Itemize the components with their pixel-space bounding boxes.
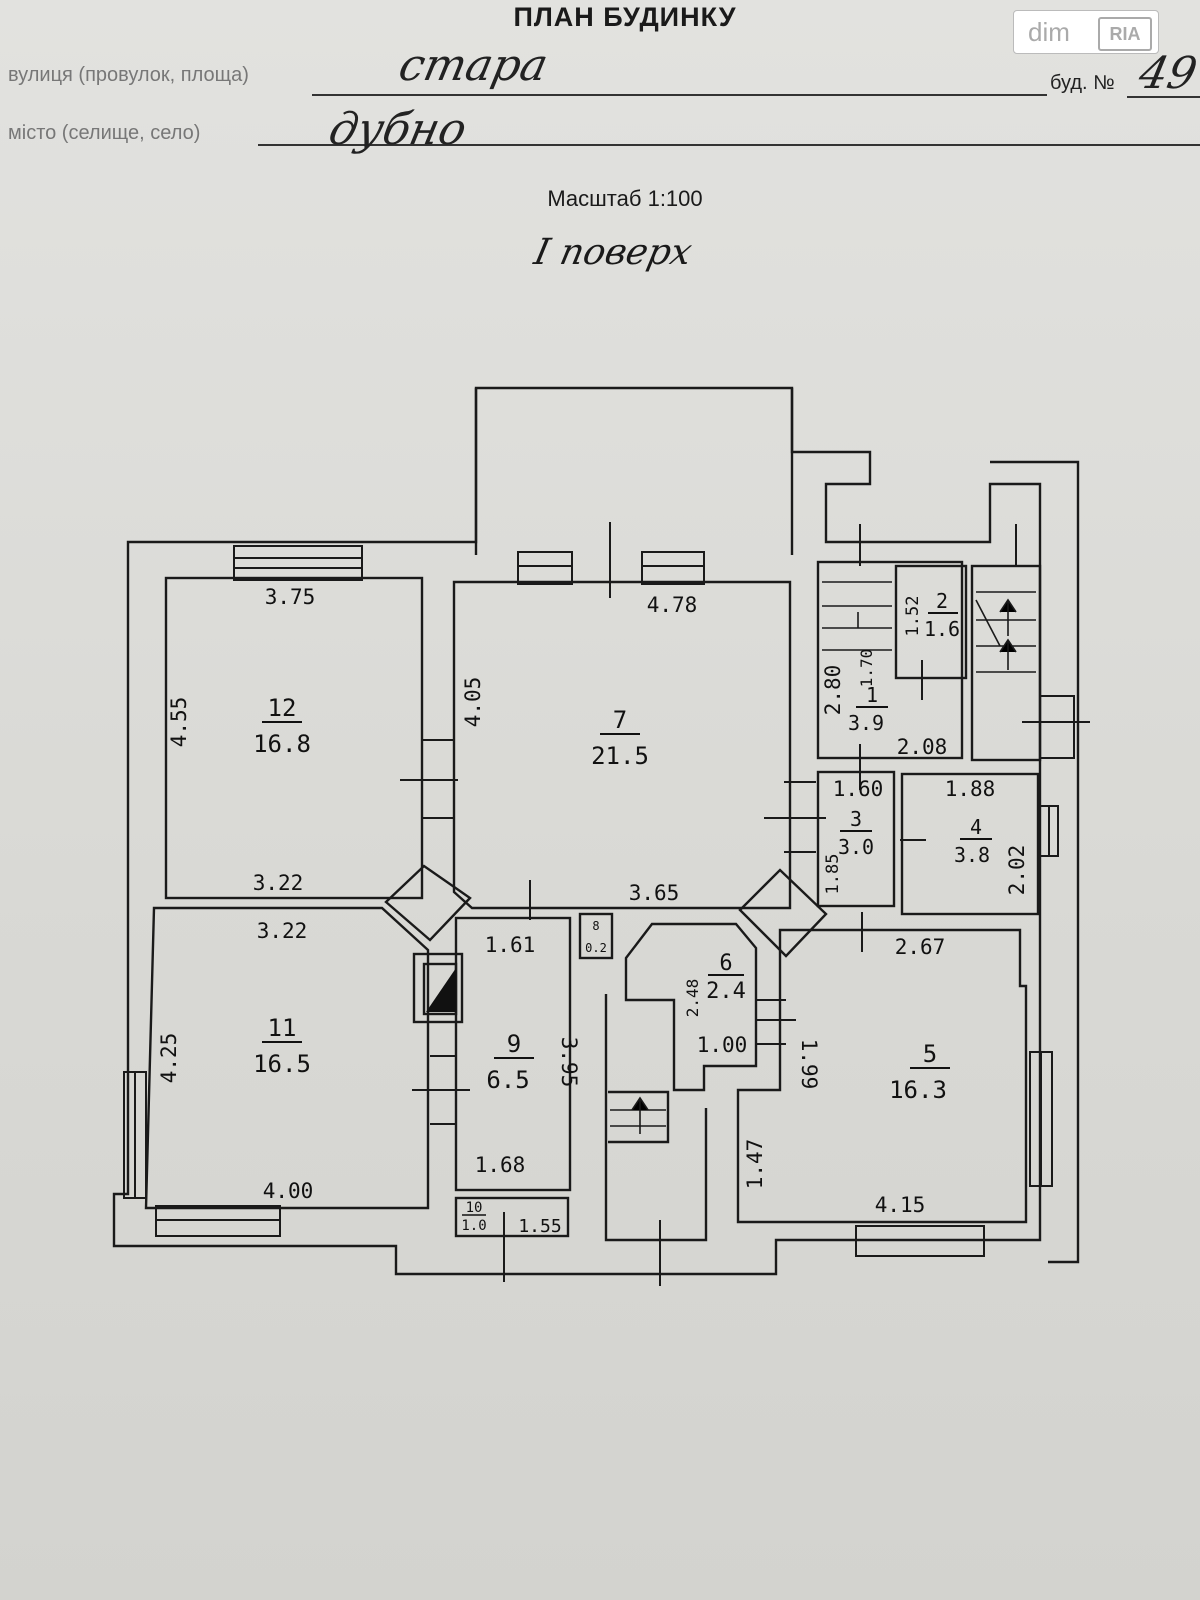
dim-r6-bottom: 1.00 bbox=[697, 1033, 748, 1057]
dim-r2-left: 1.52 bbox=[903, 596, 923, 637]
city-label: місто (селище, село) bbox=[8, 122, 201, 144]
dim-r5-left-a: 1.99 bbox=[797, 1039, 821, 1090]
room-12-number: 12 bbox=[268, 694, 297, 722]
dim-r9-right: 3.95 bbox=[557, 1037, 581, 1088]
dim-r4-top: 1.88 bbox=[945, 777, 996, 801]
room-9-area: 6.5 bbox=[486, 1066, 529, 1094]
room-4-number: 4 bbox=[970, 815, 982, 839]
house-label: буд. № bbox=[1050, 72, 1115, 94]
street-label: вулиця (провулок, площа) bbox=[8, 64, 249, 86]
room-8-number: 8 bbox=[592, 919, 599, 933]
room-11-number: 11 bbox=[268, 1014, 297, 1042]
walls bbox=[112, 386, 1080, 1276]
room-11-area: 16.5 bbox=[253, 1050, 311, 1078]
dim-r12-bottom: 3.22 bbox=[253, 871, 304, 895]
watermark-ria: RIA bbox=[1098, 17, 1152, 51]
room-4-area: 3.8 bbox=[954, 843, 990, 867]
room-1-number: 1 bbox=[866, 683, 878, 707]
room-6-number: 6 bbox=[719, 951, 732, 976]
dim-r7-left: 4.05 bbox=[461, 677, 485, 728]
dim-r7-top: 4.78 bbox=[647, 593, 698, 617]
room-2-area: 1.6 bbox=[924, 617, 960, 641]
dim-r7-bottom: 3.65 bbox=[629, 881, 680, 905]
room-9-number: 9 bbox=[507, 1030, 521, 1058]
room-labels: 12 16.8 7 21.5 11 16.5 9 6.5 6 2.4 5 16.… bbox=[253, 589, 992, 1234]
dim-r12-top: 3.75 bbox=[265, 585, 316, 609]
room-10-area: 1.0 bbox=[461, 1218, 486, 1234]
room-7-area: 21.5 bbox=[591, 742, 649, 770]
page-title: ПЛАН БУДИНКУ bbox=[513, 2, 737, 32]
dim-r1-bottom: 2.08 bbox=[897, 735, 948, 759]
scale-label: Масштаб 1:100 bbox=[547, 186, 703, 211]
dim-r12-left: 4.55 bbox=[167, 697, 191, 748]
dim-r6-left: 2.48 bbox=[683, 979, 702, 1018]
room-5-area: 16.3 bbox=[889, 1076, 947, 1104]
city-underline bbox=[258, 144, 1200, 146]
dim-r5-left-b: 1.47 bbox=[743, 1139, 767, 1190]
room-6-area: 2.4 bbox=[706, 979, 746, 1004]
dim-r5-top: 2.67 bbox=[895, 935, 946, 959]
room-3-area: 3.0 bbox=[838, 835, 874, 859]
room-12-area: 16.8 bbox=[253, 730, 311, 758]
dim-r11-top: 3.22 bbox=[257, 919, 308, 943]
room-10-number: 10 bbox=[466, 1200, 483, 1216]
dim-r9-top: 1.61 bbox=[485, 933, 536, 957]
room-2-number: 2 bbox=[936, 589, 948, 613]
watermark-dim: dim bbox=[1028, 17, 1070, 47]
chimney-fill bbox=[426, 968, 456, 1012]
windows bbox=[123, 545, 1075, 1257]
room-7-number: 7 bbox=[613, 706, 627, 734]
dim-r9-bottom: 1.68 bbox=[475, 1153, 526, 1177]
dim-r10-right: 1.55 bbox=[518, 1216, 561, 1237]
room-3-number: 3 bbox=[850, 807, 862, 831]
room-1-area: 3.9 bbox=[848, 711, 884, 735]
room-5-number: 5 bbox=[923, 1040, 937, 1068]
stair-treads bbox=[610, 581, 1036, 1134]
dim-r11-bottom: 4.00 bbox=[263, 1179, 314, 1203]
dim-r11-left: 4.25 bbox=[157, 1033, 181, 1084]
dim-r4-right: 2.02 bbox=[1005, 845, 1029, 896]
room-8-area: 0.2 bbox=[585, 941, 607, 955]
dim-r3-top: 1.60 bbox=[833, 777, 884, 801]
watermark-badge: dim RIA bbox=[1013, 10, 1159, 54]
door-marks bbox=[400, 522, 1090, 1286]
dim-r3-left: 1.85 bbox=[823, 854, 843, 895]
house-underline bbox=[1127, 96, 1200, 98]
dim-r1-right: 1.70 bbox=[857, 649, 876, 688]
dimension-labels: 3.75 4.55 3.22 4.78 4.05 3.65 3.22 4.25 … bbox=[157, 585, 1029, 1237]
dim-r5-bottom: 4.15 bbox=[875, 1193, 926, 1217]
dim-r1-left: 2.80 bbox=[821, 665, 845, 716]
street-underline bbox=[312, 94, 1047, 96]
